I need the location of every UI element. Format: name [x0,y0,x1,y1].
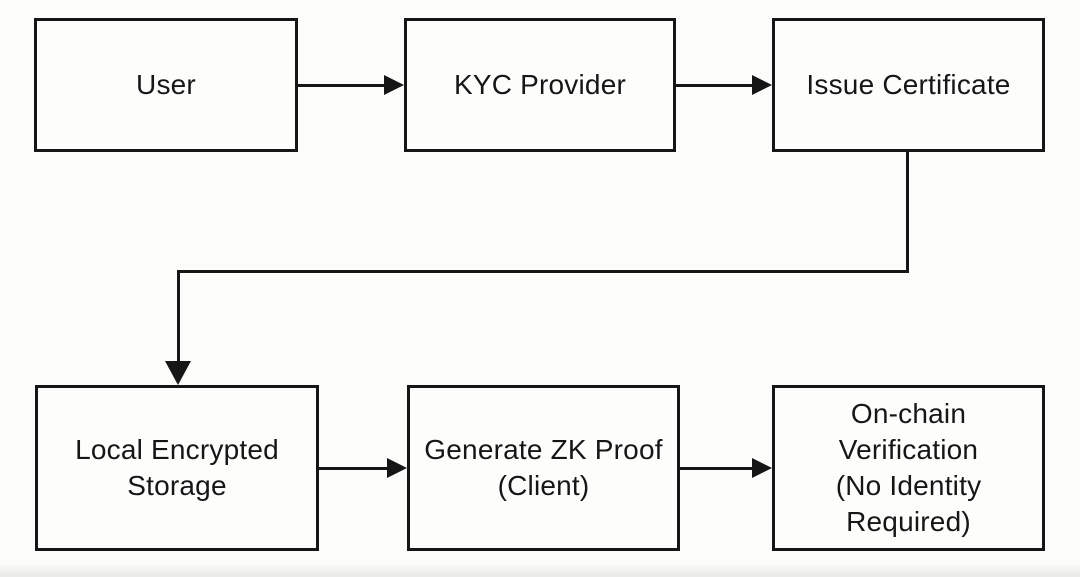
node-issue-certificate: Issue Certificate [772,18,1045,152]
arrow-issue-to-storage-segment-down2 [177,270,180,363]
node-issue-certificate-label: Issue Certificate [806,69,1011,100]
node-user: User [34,18,298,152]
arrow-user-to-kyc-head-icon [384,75,404,95]
arrow-kyc-to-issue-head-icon [752,75,772,95]
node-generate-zk-proof-label: Generate ZK Proof(Client) [424,434,663,501]
bottom-edge-band [0,564,1080,577]
arrow-issue-to-storage-head-icon [165,361,191,385]
arrow-kyc-to-issue-line [676,84,753,87]
node-generate-zk-proof: Generate ZK Proof(Client) [407,385,680,551]
arrow-issue-to-storage-segment-down [906,152,909,273]
node-kyc-provider-label: KYC Provider [453,69,626,100]
arrow-storage-to-proof-head-icon [387,458,407,478]
arrow-issue-to-storage-segment-left [177,270,909,273]
arrow-user-to-kyc-line [298,84,385,87]
arrow-storage-to-proof-line [319,467,388,470]
node-user-label: User [136,69,196,100]
arrow-proof-to-verification-line [680,467,753,470]
node-kyc-provider: KYC Provider [404,18,676,152]
arrow-proof-to-verification-head-icon [752,458,772,478]
